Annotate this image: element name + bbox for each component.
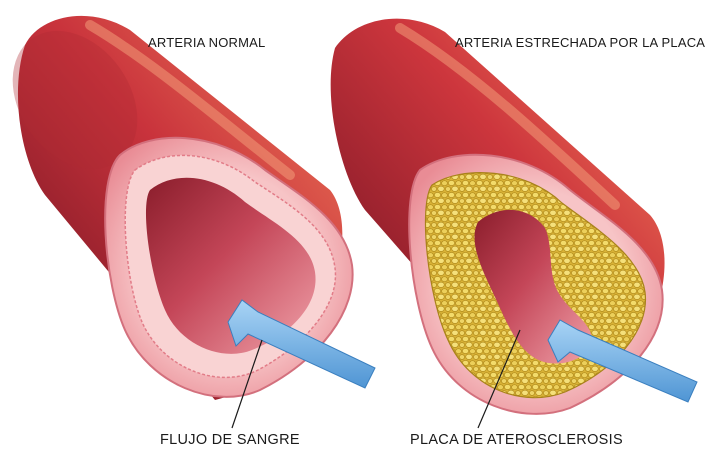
flow-label: FLUJO DE SANGRE: [160, 432, 300, 448]
normal-artery: [0, 7, 375, 428]
narrowed-artery: [331, 19, 697, 428]
narrowed-artery-title: ARTERIA ESTRECHADA POR LA PLACA: [455, 35, 705, 50]
plaque-label: PLACA DE ATEROSCLEROSIS: [410, 432, 623, 448]
normal-artery-title: ARTERIA NORMAL: [148, 35, 265, 50]
